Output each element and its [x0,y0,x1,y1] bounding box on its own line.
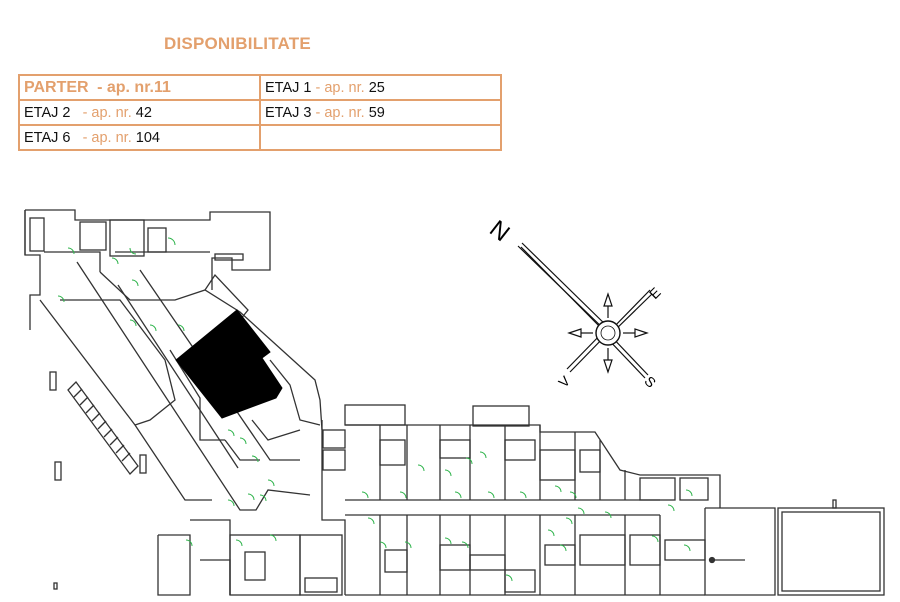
table-row: PARTER - ap. nr.11 ETAJ 1 - ap. nr. 25 [18,74,502,101]
table-cell: ETAJ 1 - ap. nr. 25 [259,74,502,101]
availability-title: DISPONIBILITATE [164,34,311,53]
apartment-number: 104 [135,129,160,146]
table-cell: PARTER - ap. nr.11 [18,74,261,101]
apartment-prefix: - ap. nr. [315,79,365,96]
compass-north-label: N [484,215,514,247]
compass-south-label: S [641,373,659,391]
table-cell: ETAJ 6 - ap. nr. 104 [18,124,261,151]
building-walls [24,209,885,596]
table-cell: ETAJ 3 - ap. nr. 59 [259,99,502,126]
floor-label: PARTER [24,78,89,96]
apartment-prefix: - ap. nr. [82,104,132,121]
table-cell: ETAJ 2 - ap. nr. 42 [18,99,261,126]
availability-table: PARTER - ap. nr.11 ETAJ 1 - ap. nr. 25 E… [18,74,502,151]
apartment-number: 59 [368,104,385,121]
apartment-number: 25 [368,79,385,96]
apartment-prefix: - ap. nr. [315,104,365,121]
compass-west-label: V [555,372,573,390]
apartment-prefix: - ap. nr. [82,129,132,146]
table-cell-empty [259,124,502,151]
compass-center [595,320,621,346]
floor-label: ETAJ 2 [24,104,71,121]
table-row: ETAJ 6 - ap. nr. 104 [18,124,502,151]
compass-east-label: E [646,284,664,302]
available-apartment-highlight [175,309,283,419]
floor-label: ETAJ 1 [265,79,312,96]
door-swings [57,237,693,582]
staircase [67,381,139,475]
floor-label: ETAJ 6 [24,129,71,146]
apartment-number: 42 [135,104,152,121]
apartment-prefix: - ap. nr. [97,78,154,96]
compass-rose [517,242,653,379]
apartment-number: 11 [153,78,171,96]
floor-label: ETAJ 3 [265,104,312,121]
table-row: ETAJ 2 - ap. nr. 42 ETAJ 3 - ap. nr. 59 [18,99,502,126]
